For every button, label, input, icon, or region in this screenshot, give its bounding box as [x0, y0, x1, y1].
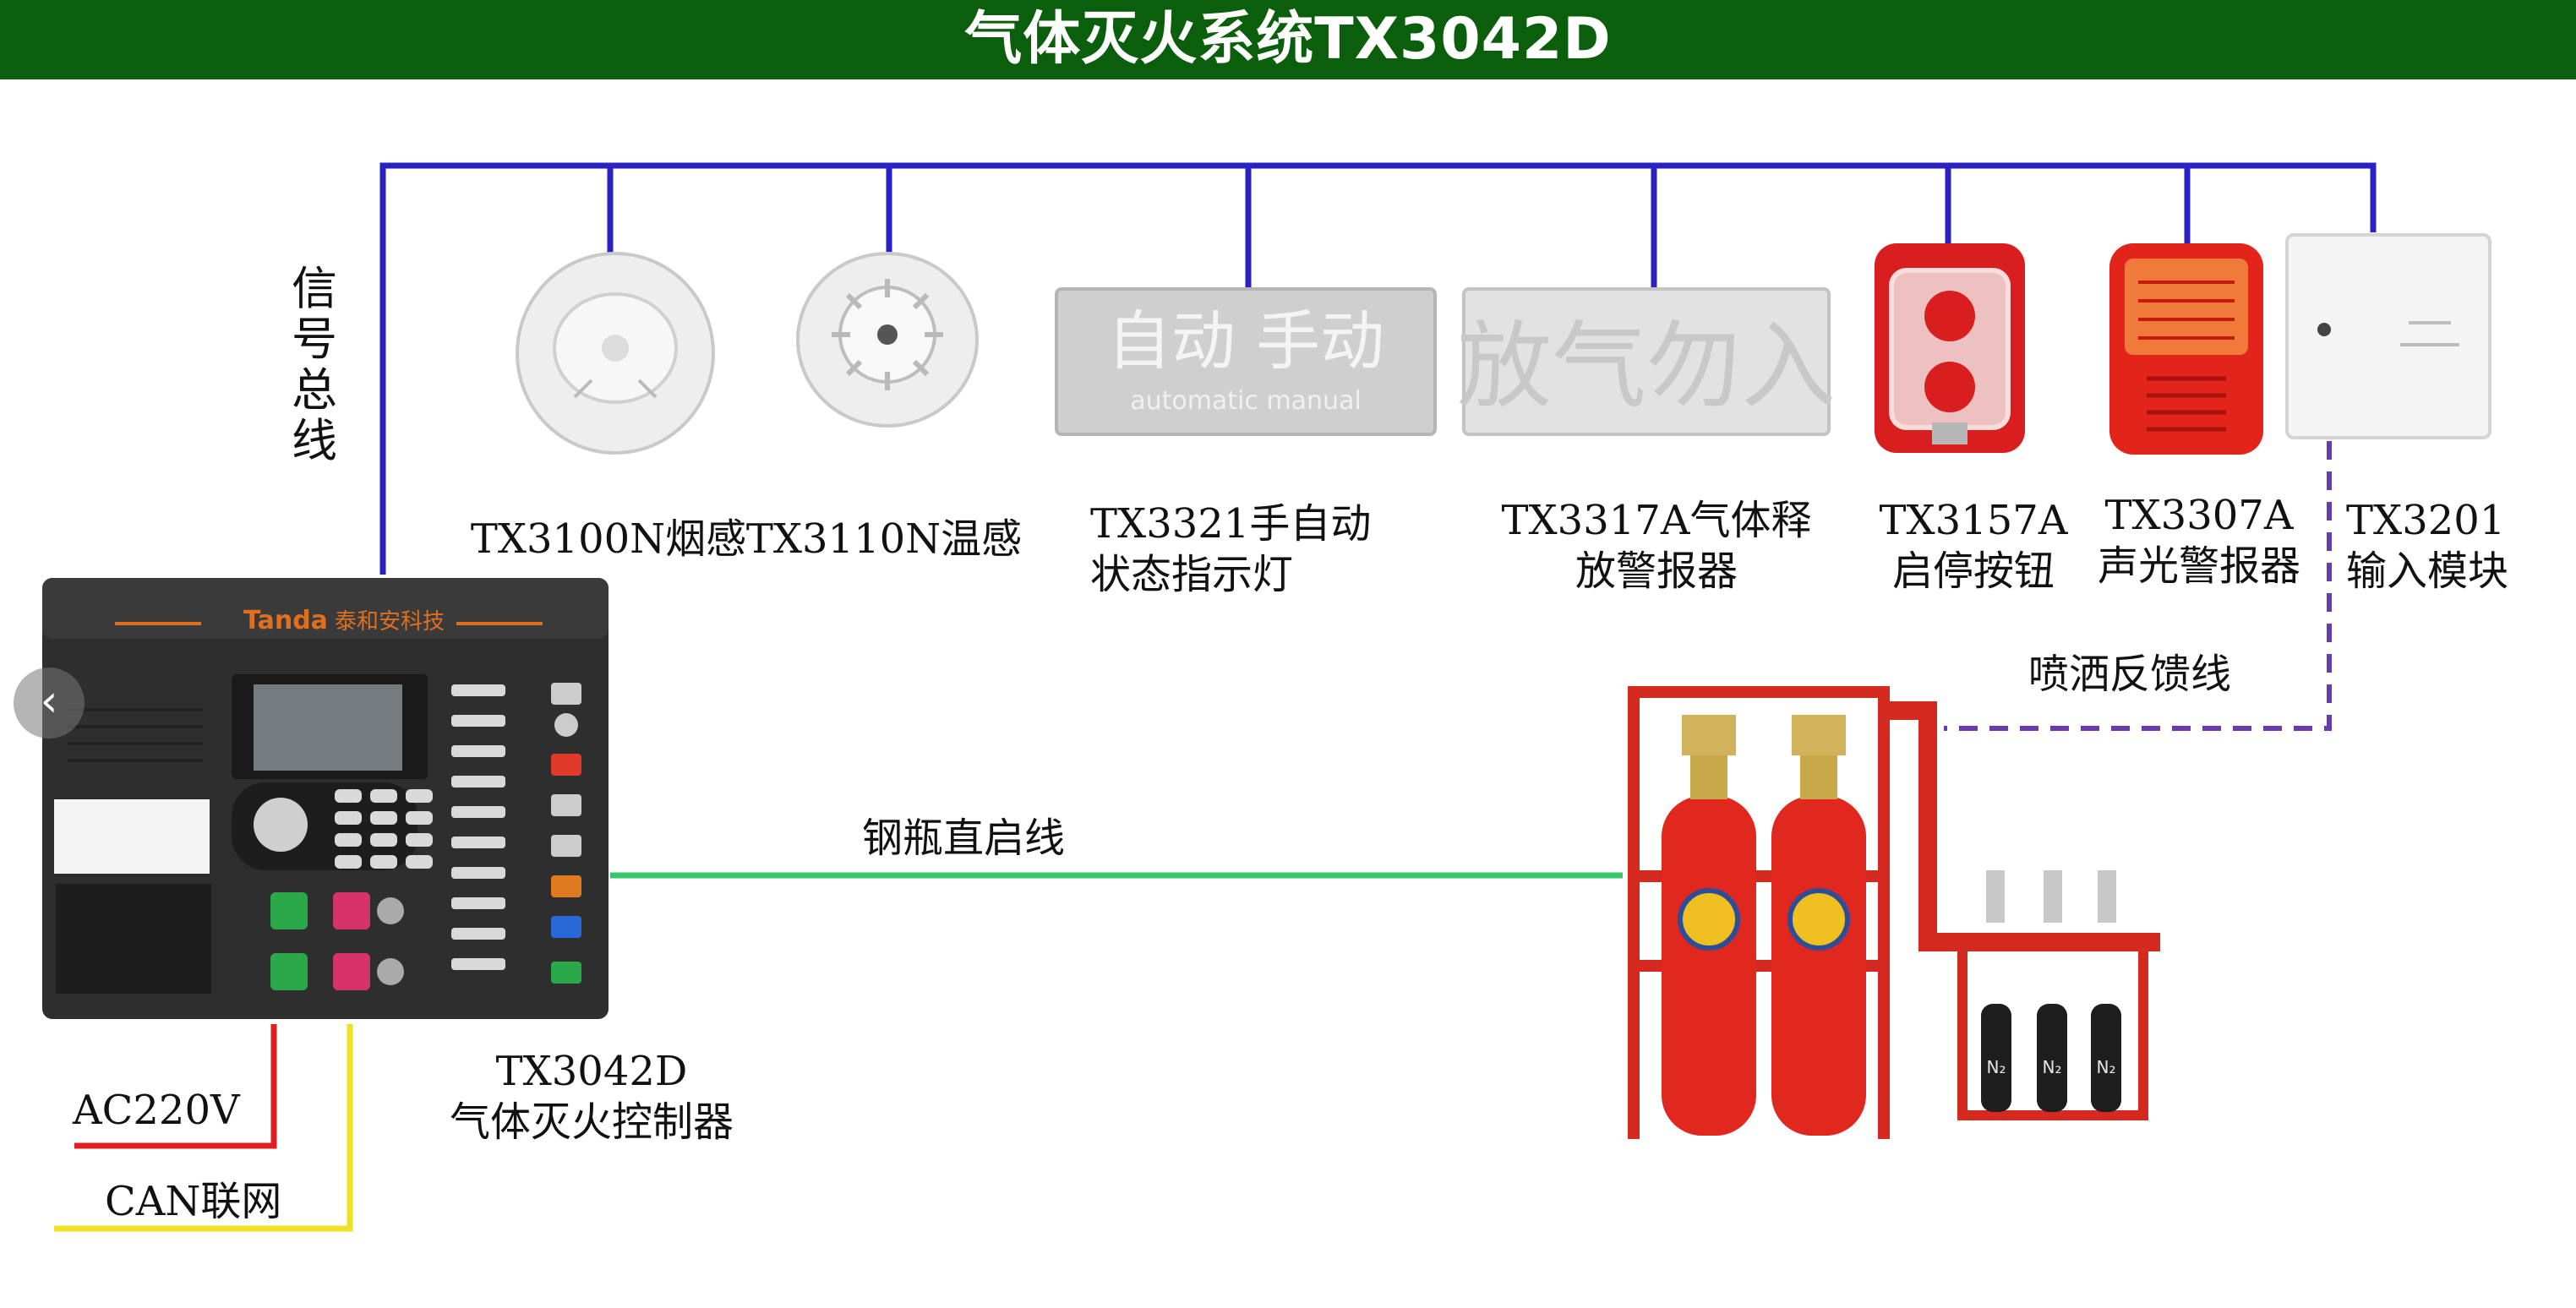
pilot-cylinder-3: N₂ [2091, 870, 2121, 1112]
pilot-cylinder-mark: N₂ [2043, 1057, 2062, 1077]
gas-release-warning-label: TX3317A气体释 放警报器 [1501, 497, 1812, 595]
heat-detector-label: TX3110N温感 [745, 515, 1023, 563]
cylinder-start-wire-label: 钢瓶直启线 [861, 815, 1065, 862]
pilot-cylinder-mark: N₂ [2097, 1057, 2116, 1077]
spray-feedback-wire [1944, 441, 2332, 731]
pilot-cylinder-mark: N₂ [1987, 1057, 2006, 1077]
system-diagram: 自动 手动 automatic manual 放气勿入 [42, 162, 2491, 1232]
chevron-left-icon: ‹ [40, 676, 58, 727]
start-stop-button-icon [1875, 243, 2025, 453]
power-wire [74, 1024, 277, 1149]
audio-visual-alarm-label: TX3307A 声光警报器 [2097, 492, 2300, 590]
auto-manual-indicator-panel: 自动 手动 automatic manual [1055, 287, 1437, 436]
indicator-panel-subtext: automatic manual [1130, 386, 1362, 416]
carousel-prev-button[interactable]: ‹ [14, 668, 85, 738]
start-stop-button-label: TX3157A 启停按钮 [1879, 497, 2068, 595]
audio-visual-alarm-icon [2109, 243, 2263, 455]
pilot-cylinder-1: N₂ [1981, 870, 2011, 1112]
controller-brand-cn: 泰和安科技 [335, 609, 445, 635]
smoke-detector-label: TX3100N烟感 [470, 515, 747, 563]
input-module-label: TX3201 输入模块 [2346, 497, 2509, 595]
can-network-label: CAN联网 [105, 1178, 282, 1225]
controller-label: TX3042D 气体灭火控制器 [449, 1048, 734, 1146]
pilot-cylinder-rack: N₂ N₂ N₂ [1957, 870, 2148, 1120]
main-cylinder-1 [1662, 715, 1756, 1136]
signal-bus-label: 信号总线 [292, 262, 337, 467]
gas-release-warning-panel: 放气勿入 [1457, 287, 1836, 436]
pilot-cylinder-2: N₂ [2037, 870, 2067, 1112]
input-module-icon [2285, 233, 2491, 439]
signal-bus [379, 162, 2377, 575]
power-label: AC220V [73, 1087, 240, 1134]
diagram-title: 气体灭火系统TX3042D [964, 6, 1612, 73]
warning-panel-text: 放气勿入 [1457, 312, 1836, 422]
header-bar: 气体灭火系统TX3042D [0, 0, 2576, 79]
controller-unit: Tanda 泰和安科技 [42, 578, 609, 1019]
heat-detector-icon [796, 252, 979, 428]
auto-manual-indicator-label: TX3321手自动 状态指示灯 [1090, 500, 1372, 598]
main-cylinder-2 [1771, 715, 1866, 1136]
spray-feedback-wire-label: 喷洒反馈线 [2028, 651, 2231, 698]
indicator-panel-text: 自动 手动 [1107, 303, 1384, 379]
controller-brand: Tanda [243, 606, 328, 635]
can-network-wire [54, 1024, 353, 1232]
gas-cylinder-bank: N₂ N₂ N₂ [1628, 686, 2160, 1139]
smoke-detector-icon [516, 252, 715, 455]
